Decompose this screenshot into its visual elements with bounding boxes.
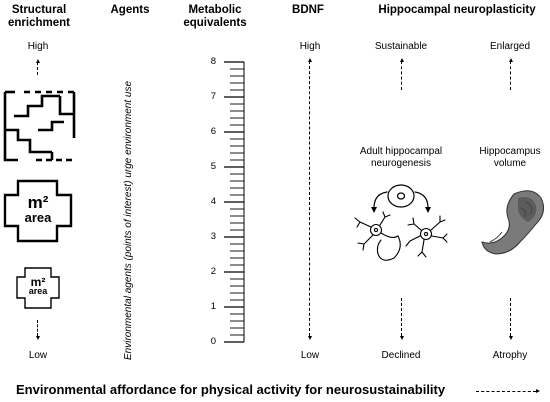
met-tick-label: 5 — [210, 161, 216, 172]
bdnf-dashed-line — [309, 61, 310, 336]
structural-up-dashed-line — [37, 62, 38, 75]
volume-up-dashed-line — [510, 61, 511, 90]
footer-arrowhead — [536, 388, 540, 393]
structural-high-label: High — [27, 41, 49, 52]
small-area-icon — [16, 267, 60, 309]
agents-vertical-text: Environmental agents (points of interest… — [123, 80, 134, 360]
small-area-unit: m² — [30, 275, 46, 289]
large-area-unit: m² — [27, 193, 49, 212]
bdnf-down-arrowhead — [307, 336, 312, 340]
neurogenesis-up-dashed-line — [401, 61, 402, 90]
bdnf-up-arrowhead — [307, 58, 312, 62]
volume-down-dashed-line — [510, 298, 511, 336]
neurogenesis-down-dashed-line — [401, 298, 402, 336]
header-structural-enrichment: Structural enrichment — [8, 4, 70, 29]
footer-dashed-arrow-line — [476, 391, 536, 392]
small-area-word: area — [28, 286, 48, 296]
met-ruler — [224, 61, 245, 343]
header-metabolic-equivalents: Metabolic equivalents — [183, 4, 247, 29]
large-area-icon — [3, 179, 73, 243]
volume-down-arrowhead — [508, 336, 513, 340]
met-tick-label: 1 — [210, 301, 216, 312]
hippocampus-icon — [481, 190, 545, 255]
neurogenesis-bottom-label: Declined — [381, 350, 421, 361]
met-tick-label: 0 — [210, 336, 216, 347]
header-bdnf: BDNF — [292, 4, 324, 16]
neurogenesis-cells-icon — [354, 184, 448, 261]
met-tick-label: 7 — [210, 91, 216, 102]
neurogenesis-top-label: Sustainable — [374, 41, 428, 52]
bdnf-high-label: High — [299, 41, 321, 52]
met-tick-label: 2 — [210, 266, 216, 277]
structural-up-arrowhead — [35, 59, 40, 63]
volume-title: Hippocampus volume — [479, 146, 541, 169]
volume-up-arrowhead — [508, 58, 513, 62]
header-hippocampal-neuroplasticity: Hippocampal neuroplasticity — [378, 4, 536, 16]
large-area-word: area — [24, 210, 52, 225]
header-agents: Agents — [110, 4, 150, 16]
bdnf-low-label: Low — [300, 350, 320, 361]
footer-caption: Environmental affordance for physical ac… — [16, 382, 446, 397]
structural-low-label: Low — [28, 350, 48, 361]
met-tick-label: 4 — [210, 196, 216, 207]
structural-down-dashed-line — [37, 320, 38, 336]
structural-down-arrowhead — [35, 336, 40, 340]
met-tick-label: 6 — [210, 126, 216, 137]
volume-bottom-label: Atrophy — [492, 350, 528, 361]
neurogenesis-title: Adult hippocampal neurogenesis — [359, 146, 443, 169]
volume-top-label: Enlarged — [489, 41, 531, 52]
neurogenesis-up-arrowhead — [399, 58, 404, 62]
neurogenesis-down-arrowhead — [399, 336, 404, 340]
maze-structure-icon — [3, 90, 76, 162]
met-tick-label: 8 — [210, 56, 216, 67]
met-tick-label: 3 — [210, 231, 216, 242]
